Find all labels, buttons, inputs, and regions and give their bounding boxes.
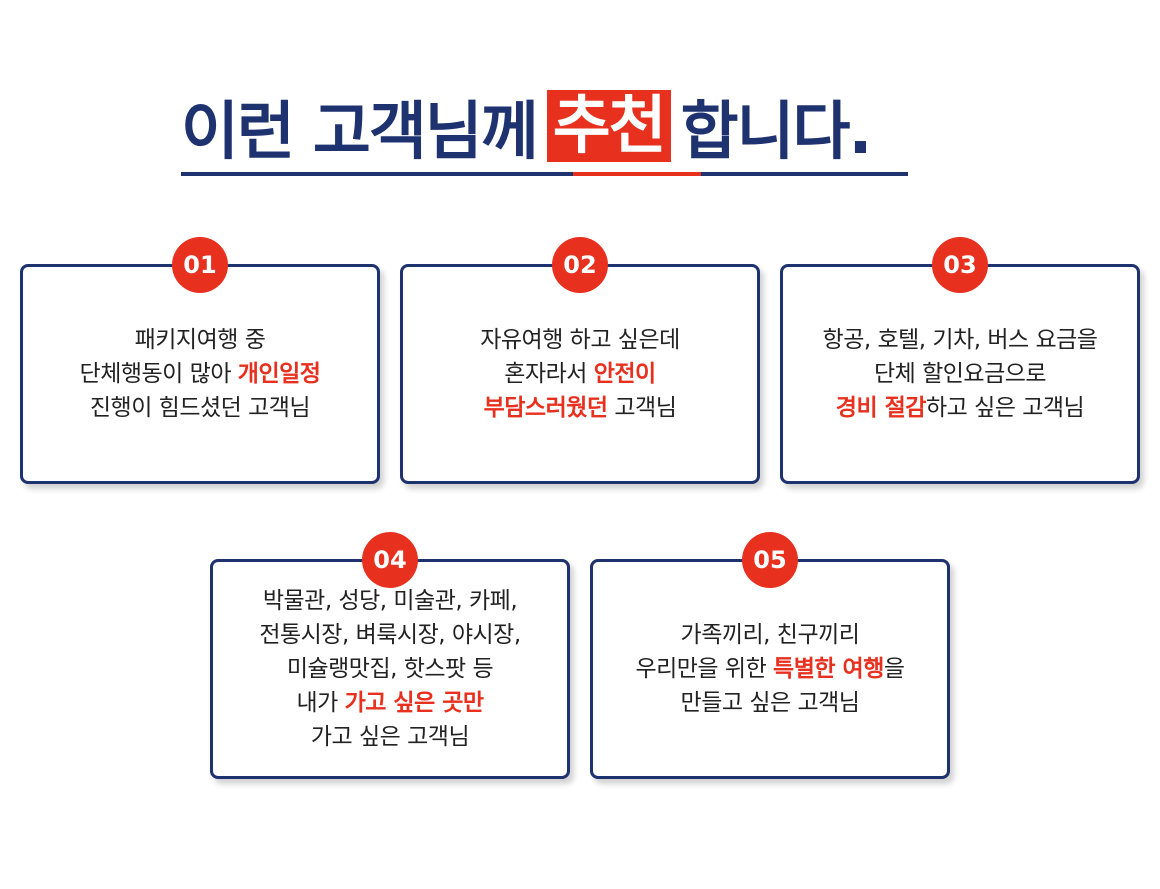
card-01: 01 패키지여행 중 단체행동이 많아 개인일정 진행이 힘드셨던 고객님	[20, 237, 380, 484]
card-line: 가족끼리, 친구끼리	[680, 622, 860, 648]
title-underline-accent	[573, 172, 701, 176]
card-line: 혼자라서 안전이	[504, 361, 656, 387]
badge-03: 03	[932, 237, 988, 293]
card-line: 만들고 싶은 고객님	[680, 690, 860, 716]
card-line: 박물관, 성당, 미술관, 카페,	[262, 588, 518, 614]
card-03: 03 항공, 호텔, 기차, 버스 요금을 단체 할인요금으로 경비 절감하고 …	[780, 237, 1140, 484]
card-line: 가고 싶은 고객님	[310, 724, 470, 750]
badge-02: 02	[552, 237, 608, 293]
badge-05: 05	[742, 532, 798, 588]
badge-01: 01	[172, 237, 228, 293]
title-highlight: 추천	[546, 90, 671, 162]
card-02: 02 자유여행 하고 싶은데 혼자라서 안전이 부담스러웠던 고객님	[400, 237, 760, 484]
card-line: 우리만을 위한 특별한 여행을	[635, 656, 905, 682]
card-line: 전통시장, 벼룩시장, 야시장,	[259, 622, 521, 648]
title-block: 이런 고객님께 추천 합니다.	[181, 84, 908, 178]
card-04: 04 박물관, 성당, 미술관, 카페, 전통시장, 벼룩시장, 야시장, 미슐…	[210, 532, 570, 779]
title-underline	[181, 172, 908, 176]
card-line: 부담스러웠던 고객님	[483, 395, 677, 421]
card-line: 내가 가고 싶은 곳만	[296, 690, 484, 716]
title-pre: 이런 고객님께	[181, 94, 539, 168]
card-line: 경비 절감하고 싶은 고객님	[835, 395, 1085, 421]
card-line: 패키지여행 중	[134, 327, 266, 353]
card-line: 자유여행 하고 싶은데	[480, 327, 680, 353]
card-line: 항공, 호텔, 기차, 버스 요금을	[822, 327, 1098, 353]
card-line: 단체행동이 많아 개인일정	[79, 361, 321, 387]
title-post: 합니다.	[680, 94, 873, 168]
card-line: 미슐랭맛집, 핫스팟 등	[286, 656, 494, 682]
page-title: 이런 고객님께 추천 합니다.	[181, 84, 908, 168]
card-line: 진행이 힘드셨던 고객님	[89, 395, 311, 421]
badge-04: 04	[362, 532, 418, 588]
card-05: 05 가족끼리, 친구끼리 우리만을 위한 특별한 여행을 만들고 싶은 고객님	[590, 532, 950, 779]
card-line: 단체 할인요금으로	[873, 361, 1047, 387]
